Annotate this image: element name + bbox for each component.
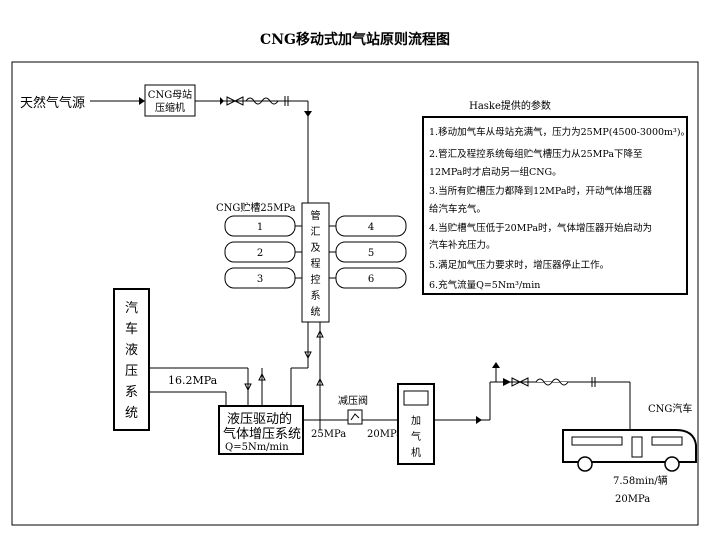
note-line-5: 给汽车充气。 — [429, 203, 486, 215]
pressure-16-label: 16.2MPa — [168, 374, 218, 387]
svg-text:4: 4 — [368, 222, 374, 233]
reducing-valve — [347, 409, 363, 425]
svg-text:1: 1 — [257, 222, 263, 233]
svg-text:系: 系 — [311, 290, 321, 302]
svg-text:压: 压 — [125, 364, 138, 379]
cng-vehicle-icon — [562, 429, 697, 472]
svg-text:汇: 汇 — [311, 225, 321, 238]
booster-box: 液压驱动的 气体增压系统 Q=5Nm/min — [218, 405, 304, 455]
svg-text:3: 3 — [257, 274, 263, 285]
tank-1: 1 — [224, 215, 296, 237]
tank-5: 5 — [335, 241, 407, 263]
storage-label: CNG贮槽25MPa — [216, 201, 296, 214]
note-line-6: 4.当贮槽气压低于20MPa时，气体增压器开始启动为 — [429, 222, 652, 234]
note-line-4: 3.当所有贮槽压力都降到12MPa时，开动气体增压器 — [429, 185, 653, 197]
manifold-pipes — [290, 322, 324, 430]
svg-text:2: 2 — [257, 248, 263, 259]
source-arrow — [139, 97, 145, 105]
vehicle-pressure-label: 20MPa — [615, 494, 650, 505]
notes-header: Haske提供的参数 — [469, 99, 551, 112]
hydraulic-lines — [149, 367, 266, 406]
svg-text:车: 车 — [125, 321, 138, 337]
svg-text:5: 5 — [368, 248, 374, 259]
pressure-20-label: 20MPa — [367, 429, 402, 440]
compressor-line1: CNG母站 — [148, 88, 192, 101]
tank-4: 4 — [335, 215, 407, 237]
svg-text:液压驱动的: 液压驱动的 — [227, 411, 292, 427]
svg-text:及: 及 — [311, 242, 321, 254]
svg-text:系: 系 — [125, 385, 138, 400]
vehicle-pipeline — [434, 362, 631, 430]
svg-text:统: 统 — [125, 406, 138, 421]
tank-2: 2 — [224, 241, 296, 263]
note-line-7: 汽车补充压力。 — [429, 239, 496, 251]
gas-source-label: 天然气气源 — [20, 95, 85, 111]
tank-3: 3 — [224, 267, 296, 289]
svg-text:汽: 汽 — [125, 301, 138, 316]
manifold-box: 管 汇 及 程 控 系 统 — [301, 202, 330, 323]
pressure-25-label: 25MPa — [311, 429, 346, 440]
reducing-valve-label: 减压阀 — [338, 394, 368, 407]
tank-connectors — [295, 225, 336, 279]
svg-text:气体增压系统: 气体增压系统 — [223, 426, 301, 442]
svg-text:Q=5Nm/min: Q=5Nm/min — [225, 442, 289, 453]
top-pipeline — [195, 96, 312, 203]
svg-text:液: 液 — [125, 343, 138, 358]
tank-6: 6 — [335, 267, 407, 289]
svg-text:程: 程 — [311, 258, 321, 270]
svg-text:加: 加 — [411, 415, 421, 427]
note-line-9: 6.充气流量Q=5Nm³/min — [429, 279, 540, 291]
compressor-line2: 压缩机 — [155, 101, 185, 114]
vehicle-label: CNG汽车 — [648, 402, 692, 415]
note-line-1: 1.移动加气车从母站充满气，压力为25MP(4500-3000m³)。 — [429, 126, 690, 138]
diagram-title: CNG移动式加气站原则流程图 — [260, 31, 450, 48]
outer-border — [11, 61, 699, 526]
svg-text:控: 控 — [311, 273, 321, 286]
rate-label: 7.58min/辆 — [613, 474, 668, 487]
svg-text:6: 6 — [368, 274, 374, 285]
dispenser: 加 气 机 — [397, 383, 435, 465]
note-line-3: 12MPa时才启动另一组CNG。 — [429, 166, 562, 178]
notes-panel: 1.移动加气车从母站充满气，压力为25MP(4500-3000m³)。 2.管汇… — [422, 116, 690, 295]
note-line-2: 2.管汇及程控系统每组贮气槽压力从25MPa下降至 — [429, 148, 643, 160]
note-line-8: 5.满足加气压力要求时，增压器停止工作。 — [429, 259, 609, 271]
svg-text:管: 管 — [311, 209, 321, 222]
svg-text:机: 机 — [411, 446, 421, 459]
hydraulic-system-box: 汽 车 液 压 系 统 — [113, 288, 150, 431]
svg-text:统: 统 — [311, 305, 321, 318]
compressor-box: CNG母站 压缩机 — [144, 84, 196, 117]
svg-text:气: 气 — [411, 430, 421, 443]
